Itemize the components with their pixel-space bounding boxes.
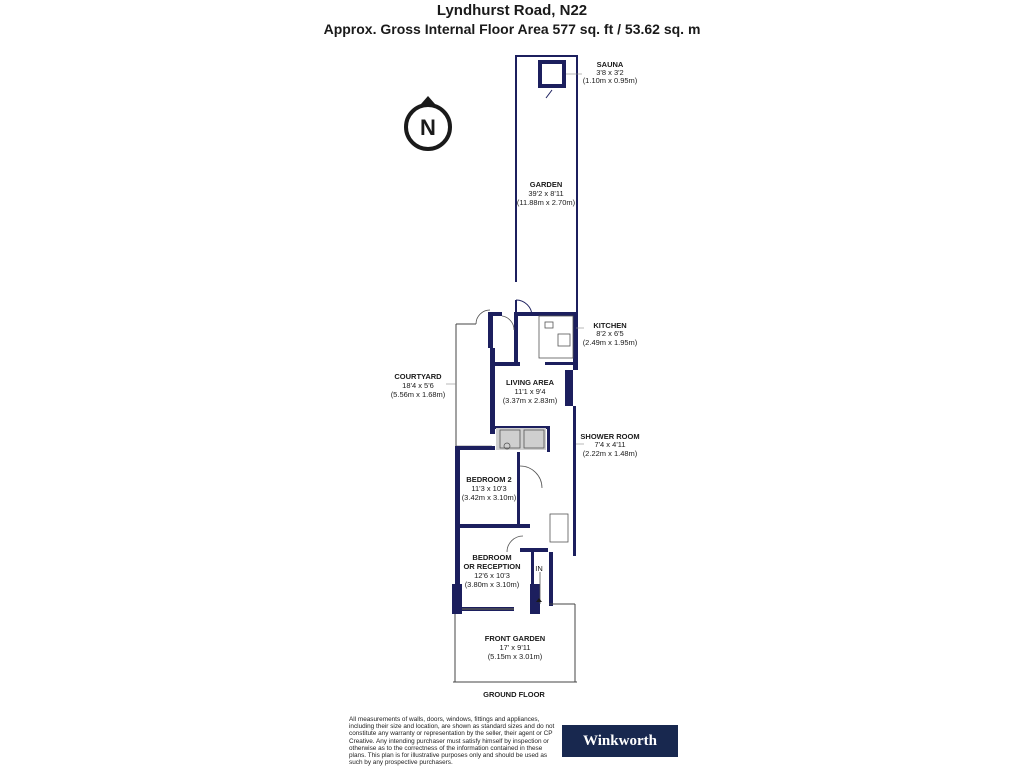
kitchen-fixtures: [501, 315, 574, 359]
svg-text:3'8 x 3'2: 3'8 x 3'2: [596, 68, 623, 77]
page-title: Lyndhurst Road, N22: [436, 2, 588, 19]
svg-text:(5.56m x 1.68m): (5.56m x 1.68m): [391, 390, 446, 399]
svg-text:SHOWER ROOM: SHOWER ROOM: [580, 432, 639, 441]
floor-area-subtitle: Approx. Gross Internal Floor Area 577 sq…: [323, 21, 701, 37]
entrance-arrow-icon: [536, 598, 542, 602]
svg-text:7'4 x 4'11: 7'4 x 4'11: [594, 440, 625, 449]
svg-text:11'1 x 9'4: 11'1 x 9'4: [514, 387, 545, 396]
svg-text:(2.22m x 1.48m): (2.22m x 1.48m): [583, 449, 638, 458]
reception-label: BEDROOM OR RECEPTION 12'6 x 10'3 (3.80m …: [463, 553, 520, 589]
entrance-label: IN: [535, 564, 543, 573]
door-swings: [462, 465, 569, 610]
svg-text:COURTYARD: COURTYARD: [394, 372, 442, 381]
svg-text:(3.42m x 3.10m): (3.42m x 3.10m): [462, 493, 517, 502]
svg-text:12'6 x 10'3: 12'6 x 10'3: [474, 571, 510, 580]
compass-icon: N: [404, 96, 452, 151]
front-garden-label: FRONT GARDEN 17' x 9'11 (5.15m x 3.01m): [485, 634, 545, 661]
winkworth-logo: Winkworth: [562, 725, 678, 757]
svg-text:BEDROOM 2: BEDROOM 2: [466, 475, 511, 484]
bedroom-2-label: BEDROOM 2 11'3 x 10'3 (3.42m x 3.10m): [462, 475, 517, 502]
svg-text:39'2 x 8'11: 39'2 x 8'11: [528, 189, 563, 198]
courtyard-outline: [455, 309, 492, 447]
svg-text:LIVING AREA: LIVING AREA: [506, 378, 555, 387]
label-leaders: [446, 327, 584, 445]
disclaimer-text: All measurements of walls, doors, window…: [349, 716, 555, 767]
shower-fill: [496, 428, 546, 450]
kitchen-label: KITCHEN 8'2 x 6'5 (2.49m x 1.95m): [583, 321, 638, 347]
shower-fixtures: [499, 429, 545, 450]
svg-text:(3.37m x 2.83m): (3.37m x 2.83m): [503, 396, 558, 405]
courtyard-label: COURTYARD 18'4 x 5'6 (5.56m x 1.68m): [391, 372, 446, 399]
sauna-label: SAUNA 3'8 x 3'2 (1.10m x 0.95m): [583, 60, 638, 85]
svg-text:OR RECEPTION: OR RECEPTION: [463, 562, 520, 571]
svg-text:FRONT GARDEN: FRONT GARDEN: [485, 634, 545, 643]
building-walls: [452, 312, 578, 614]
svg-text:GARDEN: GARDEN: [530, 180, 563, 189]
svg-text:(2.49m x 1.95m): (2.49m x 1.95m): [583, 338, 638, 347]
svg-text:(5.15m x 3.01m): (5.15m x 3.01m): [488, 652, 543, 661]
svg-text:SAUNA: SAUNA: [597, 60, 624, 69]
living-area-label: LIVING AREA 11'1 x 9'4 (3.37m x 2.83m): [503, 378, 558, 405]
shower-room-label: SHOWER ROOM 7'4 x 4'11 (2.22m x 1.48m): [580, 432, 639, 458]
svg-text:KITCHEN: KITCHEN: [593, 321, 626, 330]
floor-label: GROUND FLOOR: [483, 690, 545, 699]
front-garden-outline: [453, 603, 577, 683]
sauna-room: [538, 60, 582, 99]
svg-text:17' x 9'11: 17' x 9'11: [499, 643, 530, 652]
svg-text:18'4 x 5'6: 18'4 x 5'6: [402, 381, 434, 390]
svg-text:11'3 x 10'3: 11'3 x 10'3: [471, 484, 506, 493]
garden-label: GARDEN 39'2 x 8'11 (11.88m x 2.70m): [517, 180, 576, 207]
svg-text:(1.10m x 0.95m): (1.10m x 0.95m): [583, 76, 638, 85]
svg-text:(11.88m x 2.70m): (11.88m x 2.70m): [517, 198, 576, 207]
svg-text:8'2 x 6'5: 8'2 x 6'5: [596, 329, 623, 338]
compass-letter: N: [420, 115, 436, 140]
svg-text:(3.80m x 3.10m): (3.80m x 3.10m): [465, 580, 520, 589]
svg-text:BEDROOM: BEDROOM: [472, 553, 511, 562]
